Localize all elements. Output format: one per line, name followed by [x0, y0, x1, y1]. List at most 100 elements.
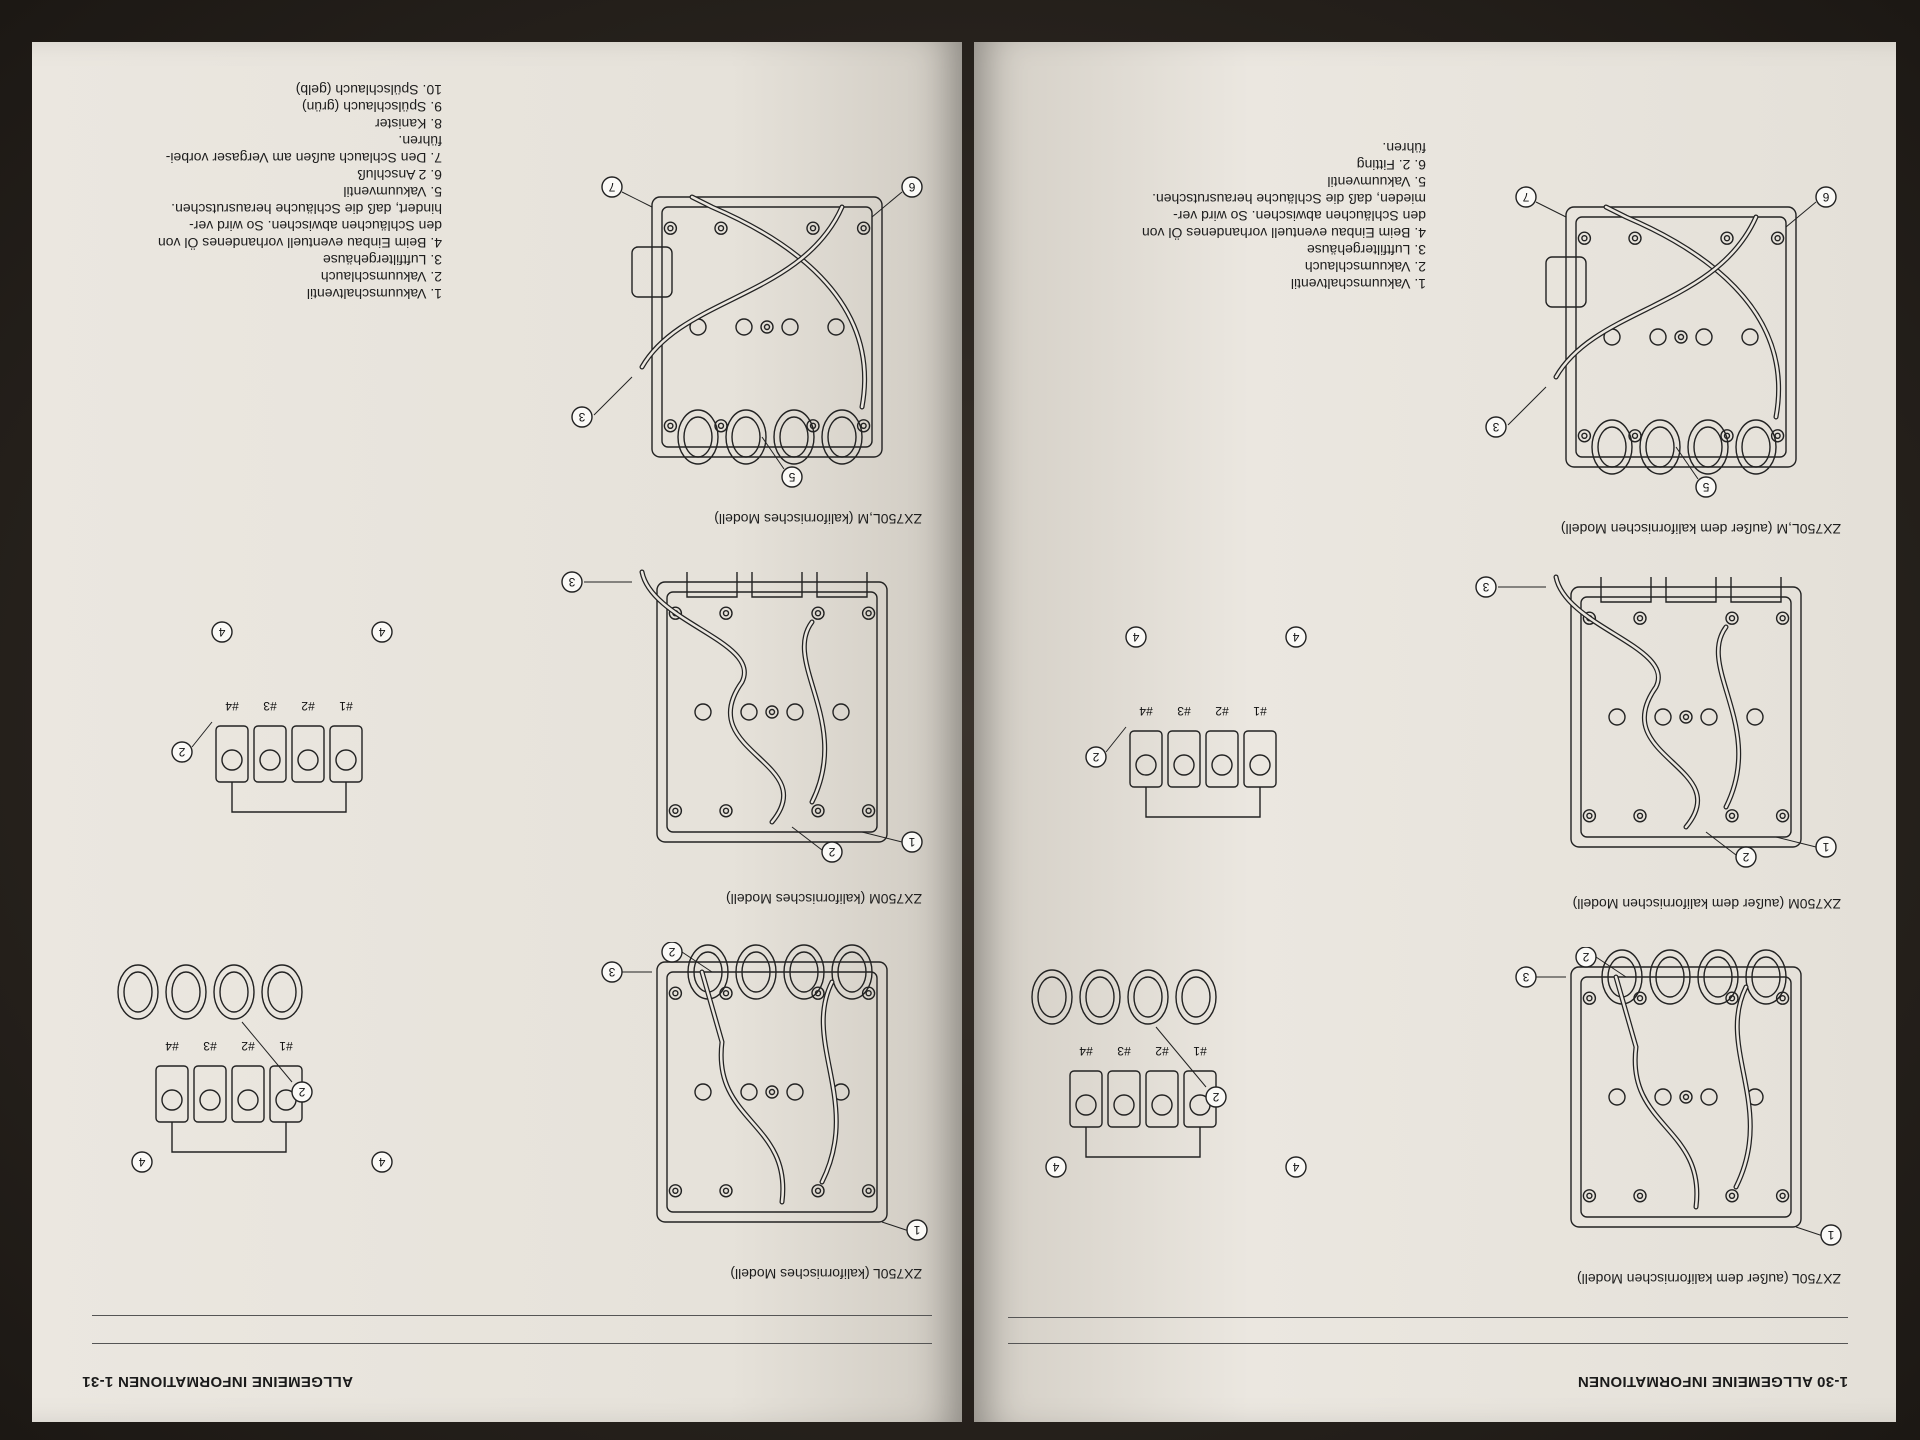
bolt	[719, 1184, 733, 1198]
carburetor	[253, 725, 287, 783]
bolt	[722, 1187, 730, 1194]
intake-bell	[267, 971, 297, 1013]
section-caption: ZX750L (kalifornisches Modell)	[730, 1266, 922, 1282]
carburetor-top	[1113, 1094, 1135, 1116]
leader-line	[681, 951, 713, 973]
callout-number: 3	[601, 961, 623, 983]
bolt	[1677, 333, 1685, 341]
carburetor-bank: #1#2#3#4	[155, 1039, 303, 1153]
intake-bell	[677, 409, 719, 465]
cover-inner	[1575, 216, 1787, 458]
intake-bell	[213, 964, 255, 1020]
section-caption: ZX750L (außer dem kalifornischen Modell)	[1576, 1271, 1841, 1287]
plug-hole	[740, 1083, 758, 1101]
intake-bell	[725, 409, 767, 465]
hose	[1734, 985, 1752, 1189]
callout-circle	[661, 942, 683, 963]
callout-text: 4	[378, 625, 385, 639]
leader-line	[1105, 726, 1127, 753]
callout-text: 3	[1522, 970, 1529, 984]
leader-line	[861, 831, 903, 843]
leader-line	[1155, 1026, 1207, 1088]
cylinder-head-cover	[656, 581, 888, 843]
callout-circle	[1475, 576, 1497, 598]
callout-number: 4	[131, 1151, 153, 1173]
carburetor	[1167, 730, 1201, 788]
callout-text: 4	[138, 1155, 145, 1169]
intake-bell	[731, 416, 761, 458]
plug-hole	[1700, 708, 1718, 726]
legend-item: 2. Vakuumschlauch	[1304, 259, 1426, 275]
intake-bell	[165, 964, 207, 1020]
intake-bell	[1697, 949, 1739, 1005]
cylinder-label: #3	[263, 699, 277, 713]
hose	[640, 205, 844, 369]
callout-circle	[1485, 416, 1507, 438]
bolt	[1636, 812, 1644, 819]
callout-text: 2	[1212, 1090, 1219, 1104]
callout-text: 3	[568, 575, 575, 589]
section-caption: ZX750M (kalifornisches Modell)	[725, 891, 922, 907]
bolt	[668, 606, 683, 620]
bolt	[811, 804, 825, 818]
page-header: 1-30 ALLGEMEINE INFORMATIONEN	[1577, 1373, 1848, 1390]
bolt	[719, 986, 733, 1000]
cylinder-head-cover	[651, 196, 883, 458]
bolt	[1636, 1192, 1644, 1199]
cylinder-label: #1	[279, 1039, 293, 1053]
callout-text: 2	[298, 1085, 305, 1099]
carburetor	[1243, 730, 1277, 788]
throttle-bodies	[117, 964, 303, 1020]
bolt	[672, 989, 679, 997]
callout-text: 1	[1822, 840, 1829, 854]
legend-item: den Schläuchen abwischen. So wird ver-	[189, 218, 442, 234]
hose	[820, 980, 838, 1184]
leader-line	[621, 191, 653, 208]
bolt	[663, 419, 678, 433]
callout-text: 4	[1132, 630, 1139, 644]
callout-number: 2	[1575, 947, 1597, 968]
legend-item: 4. Beim Einbau eventuell vorhandenes Öl …	[157, 235, 442, 251]
bolt	[1775, 611, 1790, 625]
callout-number: 4	[371, 621, 393, 643]
bolt	[663, 221, 678, 235]
intake-bell	[1735, 419, 1777, 475]
callout-circle	[1045, 1156, 1067, 1178]
leader-line	[1705, 831, 1737, 856]
vacuum-valve	[1545, 256, 1587, 308]
carburetor-bank: #1#2#3#4	[1129, 704, 1277, 818]
callout-text: 2	[178, 745, 185, 759]
section-caption: ZX750L,M (kalifornisches Modell)	[714, 511, 922, 527]
callout-number: 4	[1285, 626, 1307, 648]
parts-legend: 1. Vakuumschaltventil 2. Vakuumschlauch …	[158, 81, 442, 302]
section-caption: ZX750M (außer dem kalifornischen Modell)	[1572, 896, 1841, 912]
callout-number: 7	[601, 176, 623, 198]
bolt	[1577, 231, 1592, 245]
intake-bell	[827, 416, 857, 458]
airbox-ports	[686, 572, 868, 598]
bolt	[1725, 611, 1739, 625]
callout-text: 2	[1742, 850, 1749, 864]
callout-circle	[906, 1219, 928, 1241]
bolt	[1628, 231, 1642, 245]
throttle-bodies	[677, 409, 863, 465]
intake-bell	[1597, 426, 1627, 468]
cylinder-label: #4	[165, 1039, 179, 1053]
leader-line	[1775, 836, 1817, 848]
bolt	[856, 419, 871, 433]
callout-number: 2	[1085, 746, 1107, 768]
cover-outline	[1570, 586, 1802, 848]
callout-number: 1	[901, 831, 923, 853]
callout-circle	[131, 1151, 153, 1173]
carburetor-top	[1249, 754, 1271, 776]
page-1-30: 1-30 ALLGEMEINE INFORMATIONEN ZX750L (au…	[974, 42, 1896, 1422]
bolt	[811, 606, 825, 620]
bolt	[1779, 812, 1786, 819]
cylinder-label: #4	[1139, 704, 1153, 718]
